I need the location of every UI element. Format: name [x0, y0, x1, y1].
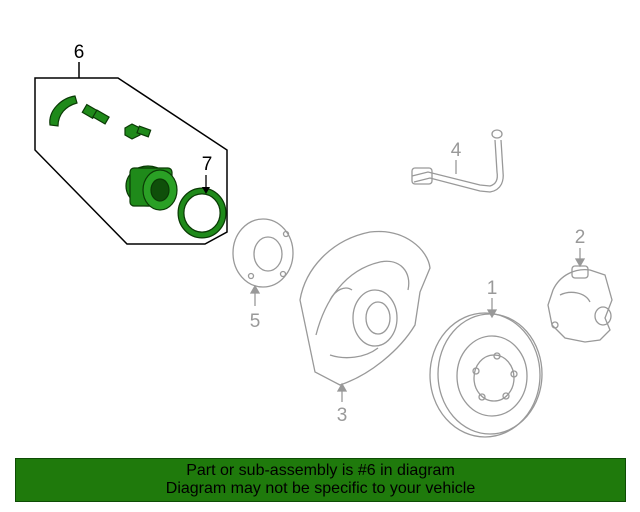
- bearing-kit-parts: [49, 95, 227, 239]
- plate-part-5: [232, 218, 294, 306]
- clip-part: [49, 95, 78, 127]
- banner-line-2: Diagram may not be specific to your vehi…: [165, 480, 476, 497]
- callout-5: 5: [250, 311, 261, 332]
- dust-shield-part-3: [299, 230, 431, 402]
- brake-rotor-part-1: [429, 298, 543, 438]
- callout-2: 2: [575, 227, 586, 248]
- callout-1: 1: [487, 278, 498, 299]
- callout-4: 4: [451, 140, 462, 161]
- snap-ring-part: [177, 187, 227, 239]
- info-banner: Part or sub-assembly is #6 in diagram Di…: [15, 458, 626, 502]
- hub-bearing-part: [125, 165, 178, 211]
- callout-7-arrow: [202, 175, 210, 194]
- bolt-part: [81, 103, 110, 125]
- callout-3: 3: [337, 405, 348, 426]
- brake-hose-part: [411, 129, 504, 193]
- parts-diagram: 6 7 4 2 1 5 3: [34, 42, 613, 438]
- callout-7: 7: [202, 154, 213, 175]
- subassembly-6-box: [34, 62, 228, 245]
- nut-part: [124, 123, 152, 140]
- banner-line-1: Part or sub-assembly is #6 in diagram: [186, 462, 455, 479]
- callout-6: 6: [74, 42, 85, 63]
- caliper-part-2: [547, 248, 613, 343]
